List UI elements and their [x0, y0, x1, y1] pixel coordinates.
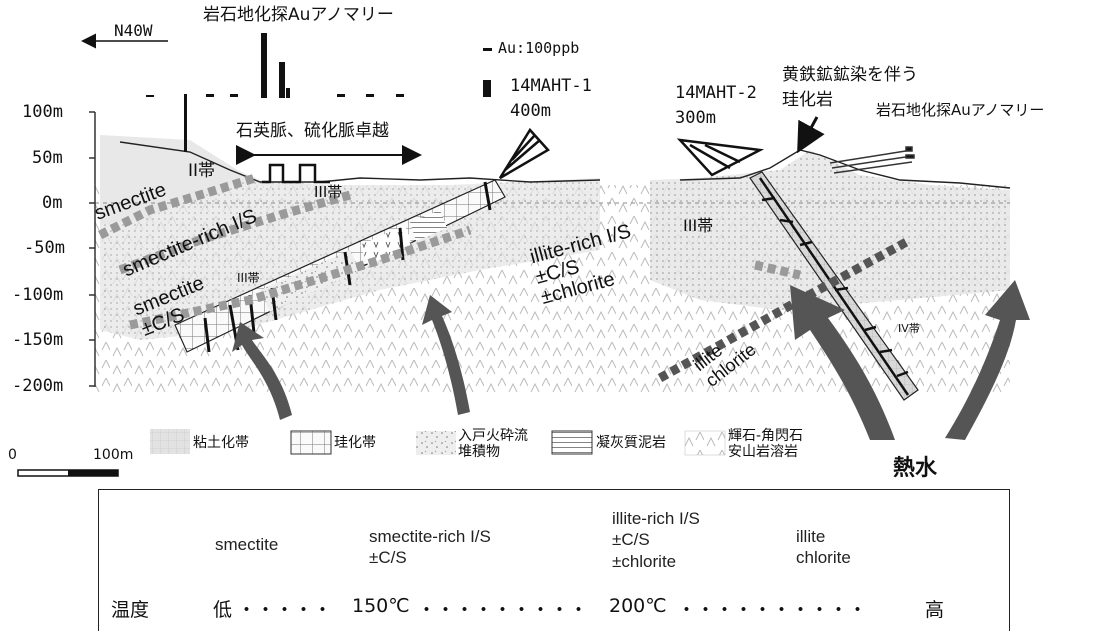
drill-hole-1-vshape: [360, 225, 412, 265]
temperature-low: 低: [213, 599, 233, 621]
drill-rig-2: [676, 138, 765, 177]
legend-mudstone-label: 凝灰質泥岩: [596, 435, 666, 451]
drill1-depth: 400m: [510, 101, 551, 121]
temperature-dots-3: ・・・・・・・・・・: [677, 599, 868, 621]
legend-clay-label: 粘土化帯: [193, 435, 249, 451]
legend-swatch-pyroclastic: [416, 431, 456, 455]
quartz-vein-label: 石英脈、硫化脈卓越: [236, 121, 389, 141]
anomaly-title: 岩石地化探Auアノマリー: [203, 5, 394, 25]
y-tick-100: 100m: [22, 102, 63, 122]
y-tick-minus200: -200m: [12, 376, 64, 396]
temperature-200: 200℃: [609, 595, 667, 617]
legend-swatch-clay: [150, 429, 190, 454]
legend-swatch-andesite: [684, 430, 726, 456]
temperature-table: smectite smectite-rich I/S ±C/S illite-r…: [98, 489, 1010, 631]
topography-left: [119, 141, 601, 183]
pyrite-line2: 珪化岩: [782, 90, 833, 110]
au-anomaly-bars: [146, 33, 404, 152]
hydrothermal-arrows: [232, 280, 1030, 440]
zone4-label: IV帯: [898, 322, 920, 335]
scale-end: 100m: [93, 447, 134, 463]
zone2-label: II帯: [188, 161, 216, 181]
y-tick-0: 0m: [42, 193, 63, 213]
anomaly-right-label: 岩石地化探Auアノマリー: [876, 101, 1045, 119]
drill-hole-1-mud: [410, 210, 447, 241]
zone3-small-label: III帯: [237, 271, 260, 285]
drill-rig-1: [498, 127, 550, 180]
legend-andesite-label: 輝石-角閃石 安山岩溶岩: [728, 428, 804, 461]
topography-right: [679, 149, 1011, 189]
y-axis-ticks: [89, 111, 95, 387]
scale-bar: [17, 469, 119, 477]
y-tick-minus100: -100m: [12, 285, 64, 305]
temperature-high: 高: [925, 599, 945, 621]
drill2-depth: 300m: [675, 108, 716, 128]
legend-silica-label: 珪化帯: [334, 435, 376, 451]
clay-zone-right: [650, 150, 1010, 310]
y-tick-50: 50m: [32, 148, 63, 168]
drill1-name: 14MAHT-1: [510, 76, 592, 96]
y-tick-minus50: -50m: [24, 238, 65, 258]
table-col-illite: illite chlorite: [796, 527, 851, 568]
zone-boundaries: [97, 173, 801, 330]
quartz-vein-profile: [262, 163, 330, 184]
temperature-150: 150℃: [352, 595, 410, 617]
table-col-illite-rich: illite-rich I/S ±C/S ±chlorite: [612, 509, 700, 571]
legend-swatch-silica: [290, 430, 332, 455]
zone3-label: III帯: [314, 183, 343, 201]
y-tick-minus150: -150m: [12, 330, 64, 350]
drill-legend-marker: [483, 80, 491, 97]
right-anomaly-markers: [829, 146, 915, 174]
drill2-name: 14MAHT-2: [675, 83, 757, 103]
temperature-dots-1: ・・・・・: [237, 599, 333, 621]
pyrite-line1: 黄鉄鉱鉱染を伴う: [782, 65, 918, 85]
zone3-right-label: III帯: [683, 216, 714, 235]
table-col-smectite-rich: smectite-rich I/S ±C/S: [369, 527, 491, 568]
au-legend-label: Au:100ppb: [498, 39, 580, 57]
pyrite-arrow: [797, 116, 825, 154]
scale-start: 0: [8, 447, 17, 463]
au-legend-marker: [483, 48, 492, 51]
table-col-smectite: smectite: [215, 535, 279, 554]
temperature-dots-2: ・・・・・・・・・: [417, 599, 589, 621]
legend-swatch-mudstone: [551, 430, 593, 455]
legend-pyroclastic-label: 入戸火砕流 堆積物: [458, 428, 528, 461]
direction-label: N40W: [114, 21, 153, 40]
temperature-row-label: 温度: [111, 599, 150, 621]
hydrothermal-label: 熱水: [893, 456, 938, 481]
